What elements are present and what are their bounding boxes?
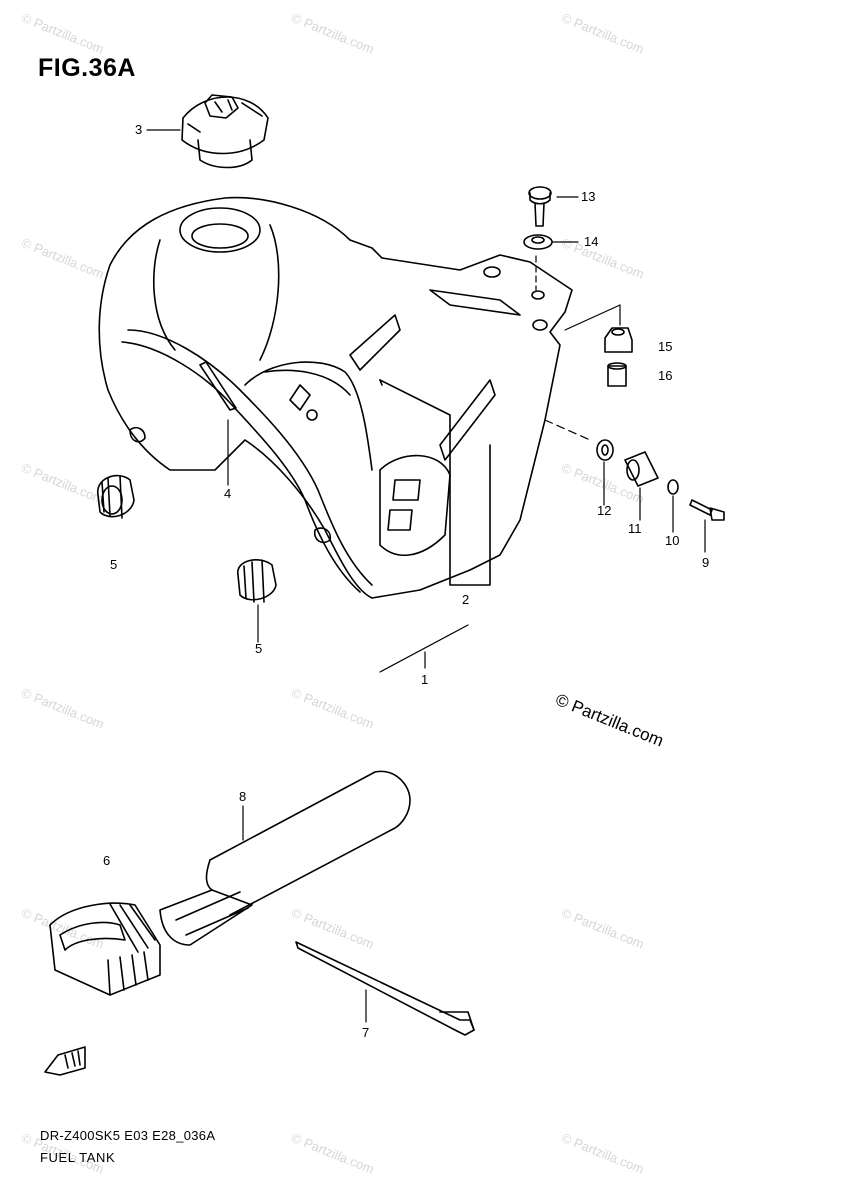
- tank-pad-part[interactable]: [379, 379, 491, 586]
- callout-16: 16: [658, 368, 672, 383]
- tank-cushion-part[interactable]: [199, 361, 237, 411]
- leader-lines: [146, 129, 706, 1023]
- front-direction-arrow-icon: [44, 1046, 86, 1076]
- callout-1: 1: [421, 672, 428, 687]
- fuel-cap-part[interactable]: [181, 94, 269, 169]
- washer-part[interactable]: [523, 234, 553, 250]
- figure-title: FIG.36A: [38, 54, 136, 82]
- callout-9: 9: [702, 555, 709, 570]
- callout-2: 2: [462, 592, 469, 607]
- bolt-part[interactable]: [528, 186, 552, 227]
- cushion-part[interactable]: [596, 439, 614, 461]
- callout-12: 12: [597, 503, 611, 518]
- diagram-code: DR-Z400SK5 E03 E28_036A: [40, 1128, 216, 1143]
- collar-part[interactable]: [607, 362, 627, 387]
- washer-part-small[interactable]: [667, 479, 679, 495]
- callout-7: 7: [362, 1025, 369, 1040]
- cover-tube-part[interactable]: [159, 770, 411, 946]
- grommet-part[interactable]: [237, 559, 277, 603]
- cable-tie-part[interactable]: [295, 941, 475, 1036]
- callout-11: 11: [628, 521, 642, 536]
- damper-part[interactable]: [604, 327, 633, 353]
- fuel-tank-part[interactable]: [98, 196, 573, 599]
- callout-3: 3: [135, 122, 142, 137]
- callout-6: 6: [103, 853, 110, 868]
- protector-part[interactable]: [49, 902, 161, 996]
- diagram-name: FUEL TANK: [40, 1150, 116, 1165]
- callout-4: 4: [224, 486, 231, 501]
- spacer-part[interactable]: [624, 451, 659, 487]
- callout-5b: 5: [255, 641, 262, 656]
- callout-14: 14: [584, 234, 598, 249]
- callout-8: 8: [239, 789, 246, 804]
- callout-15: 15: [658, 339, 672, 354]
- callout-5a: 5: [110, 557, 117, 572]
- grommet-part[interactable]: [97, 474, 135, 519]
- bolt-part[interactable]: [689, 499, 725, 521]
- callout-10: 10: [665, 533, 679, 548]
- callout-13: 13: [581, 189, 595, 204]
